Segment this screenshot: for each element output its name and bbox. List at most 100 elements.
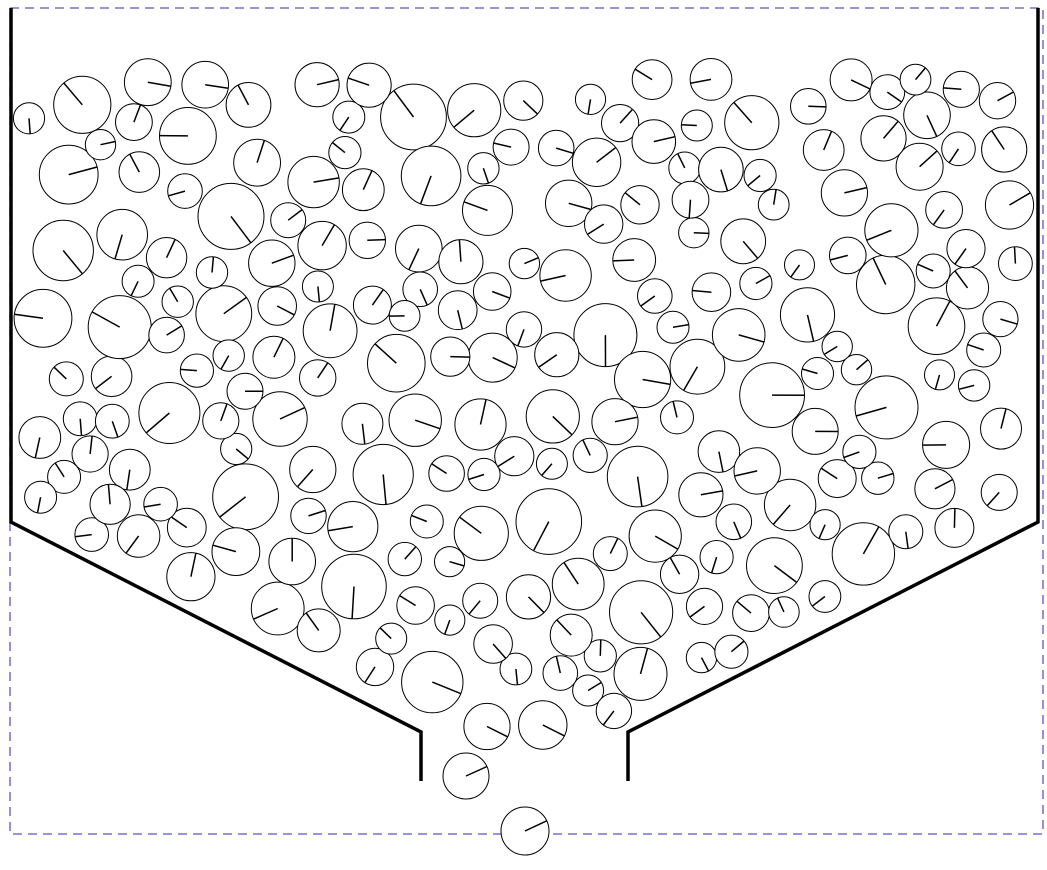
particle [573, 303, 638, 368]
particle-orientation-line [14, 313, 44, 320]
particle [637, 278, 673, 314]
particle-orientation-line [850, 79, 871, 90]
particle-orientation-line [486, 725, 508, 738]
particle-orientation-line [582, 439, 591, 456]
particle-orientation-line [1013, 246, 1017, 264]
particle [289, 445, 337, 494]
particle [32, 219, 94, 282]
particle [467, 332, 518, 383]
particle-orientation-line [276, 305, 295, 316]
particle [801, 357, 834, 390]
particle [720, 218, 767, 265]
particle-orientation-line [166, 325, 183, 336]
particle-orientation-line [877, 472, 894, 479]
particle-orientation-line [672, 401, 678, 418]
particle-orientation-line [463, 201, 488, 212]
particle [711, 308, 766, 362]
particle [714, 634, 749, 669]
particle-orientation-line [541, 463, 553, 476]
particle [631, 59, 673, 100]
particle [856, 254, 916, 315]
particle-orientation-line [111, 420, 119, 438]
particle-orientation-line [882, 120, 899, 139]
particle-orientation-line [555, 147, 574, 155]
particle [328, 136, 362, 170]
particle-orientation-line [468, 600, 481, 615]
particle [47, 459, 82, 494]
particle [38, 144, 99, 205]
particle-orientation-line [689, 605, 705, 618]
particle-orientation-line [773, 565, 798, 583]
particle-orientation-line [772, 504, 791, 525]
particle [817, 459, 857, 499]
particle-orientation-line [710, 556, 718, 574]
particle-orientation-line [733, 101, 753, 124]
particle-orientation-line [653, 135, 676, 143]
particle-orientation-line [327, 525, 353, 532]
particle [18, 416, 62, 459]
particle-orientation-line [806, 314, 815, 342]
particle-orientation-line [408, 248, 420, 271]
particle [430, 336, 471, 377]
particle [409, 504, 444, 539]
particle-orientation-line [932, 209, 945, 226]
particle-orientation-line [449, 560, 465, 567]
particle [13, 288, 73, 348]
particle [505, 574, 552, 620]
particle-orientation-line [642, 378, 671, 386]
particle-body [720, 218, 767, 265]
particle-orientation-line [862, 526, 880, 555]
particle-orientation-line [220, 403, 228, 422]
particle [462, 184, 513, 236]
particle [301, 270, 334, 303]
particle [467, 152, 500, 185]
particle-orientation-line [305, 612, 320, 631]
particle-body [341, 168, 385, 212]
particle-orientation-line [692, 289, 712, 293]
particle [680, 109, 713, 142]
particle [609, 580, 674, 645]
particle [492, 128, 530, 166]
particle-orientation-line [459, 516, 482, 534]
particle [438, 239, 484, 285]
particle [715, 503, 753, 541]
particle-orientation-line [431, 463, 448, 475]
particle-orientation-line [640, 295, 656, 307]
particle-orientation-line [190, 552, 197, 577]
particle [74, 517, 109, 552]
particle [472, 272, 512, 311]
particle-orientation-line [517, 329, 525, 347]
particle [250, 581, 305, 636]
particle [508, 247, 541, 280]
particle [159, 106, 217, 165]
particle-orientation-line [619, 108, 634, 124]
particle [574, 83, 607, 116]
particle-orientation-line [497, 455, 515, 468]
particle [290, 497, 327, 535]
particle [732, 594, 770, 632]
particle [980, 407, 1022, 450]
particle [957, 369, 991, 402]
particle-orientation-line [362, 170, 373, 191]
particle-orientation-line [700, 657, 710, 672]
particle [757, 188, 790, 221]
particle [108, 448, 151, 491]
particle [233, 138, 282, 187]
particle-body [287, 155, 340, 209]
particle-orientation-line [91, 311, 121, 328]
particle [809, 509, 841, 541]
particle-orientation-line [450, 355, 470, 358]
particle [525, 389, 580, 444]
particle-orientation-line [886, 91, 903, 103]
particle [518, 700, 568, 750]
particle-orientation-line [718, 451, 724, 473]
particle [252, 335, 296, 379]
particle-orientation-line [953, 508, 956, 528]
particle-orientation-line [145, 412, 170, 434]
particle-orientation-line [681, 123, 697, 127]
particle [270, 202, 307, 239]
particle-orientation-line [491, 290, 511, 299]
particle [668, 151, 702, 185]
particle-orientation-line [934, 374, 941, 390]
particle [924, 359, 955, 391]
